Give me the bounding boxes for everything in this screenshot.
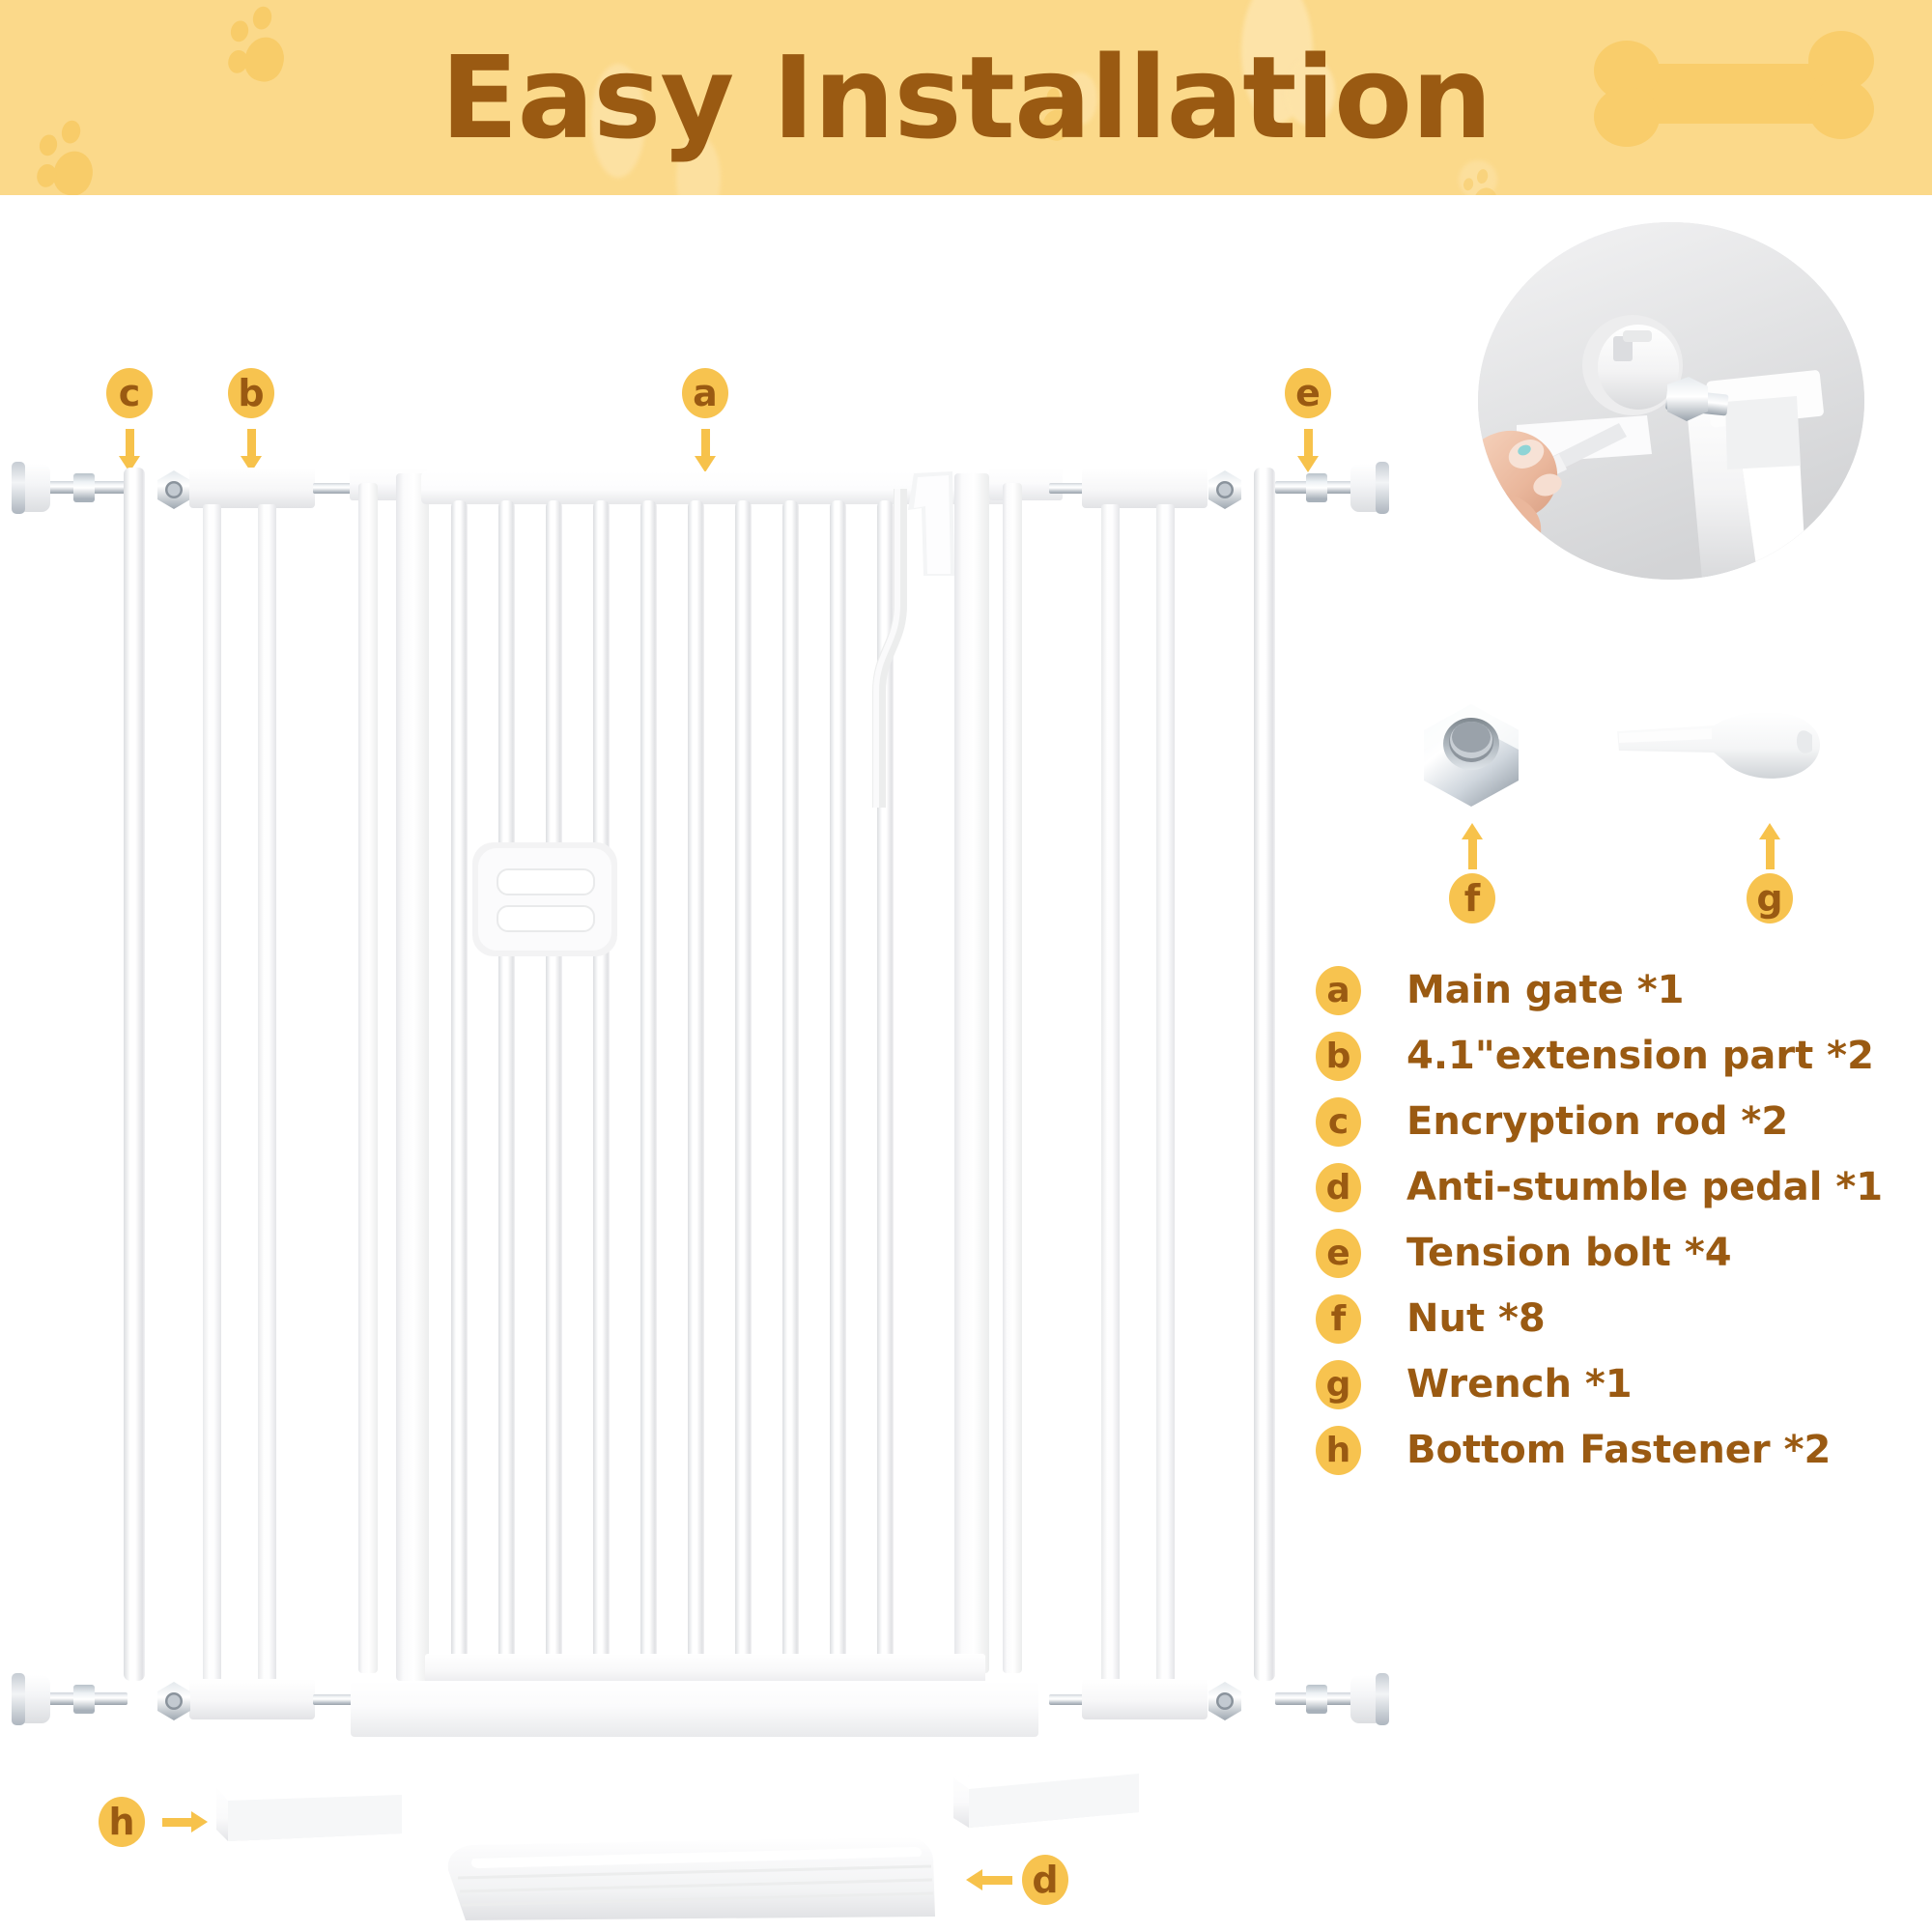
gate-latch-housing [906, 469, 960, 578]
gate-bar [830, 500, 846, 1667]
callout-badge-c: c [106, 368, 153, 418]
hex-nut-left-bottom [155, 1681, 193, 1721]
extension-bar-right-2 [1156, 504, 1175, 1683]
gate-bar [498, 500, 515, 1667]
gate-bar [546, 500, 562, 1667]
legend-badge-d: d [1316, 1163, 1361, 1212]
legend-badge-f: f [1316, 1294, 1361, 1344]
hex-nut-right-bottom [1206, 1681, 1244, 1721]
legend-badge-a: a [1316, 966, 1361, 1015]
extension-bar-left-2 [258, 504, 276, 1683]
gate-bar [593, 500, 610, 1667]
wrench-tool [1613, 710, 1832, 791]
callout-arrow-g [1759, 823, 1780, 869]
legend-item-e: e Tension bolt *4 [1316, 1225, 1915, 1291]
gate-left-post [396, 473, 429, 1681]
bottom-fastener-left [214, 1783, 404, 1851]
legend-label-d: Anti-stumble pedal *1 [1406, 1165, 1884, 1209]
gate-bar [640, 500, 657, 1667]
gate-inner-bottom-rail [425, 1654, 985, 1685]
callout-arrow-a [695, 429, 716, 473]
gate-handle[interactable] [470, 840, 619, 958]
legend-label-f: Nut *8 [1406, 1296, 1546, 1341]
callout-badge-b: b [228, 368, 274, 418]
parts-legend: a Main gate *1 b 4.1"extension part *2 c… [1316, 962, 1915, 1488]
callout-badge-e: e [1285, 368, 1331, 418]
anti-stumble-pedal [444, 1835, 937, 1924]
gate-bar [735, 500, 752, 1667]
legend-label-h: Bottom Fastener *2 [1406, 1428, 1832, 1472]
legend-item-c: c Encryption rod *2 [1316, 1094, 1915, 1159]
extension-bar-left-1 [203, 504, 221, 1683]
decor-blob [591, 64, 645, 178]
legend-badge-g: g [1316, 1360, 1361, 1409]
decor-blob [1285, 58, 1335, 126]
header-banner: Easy Installation [0, 0, 1932, 195]
legend-badge-h: h [1316, 1426, 1361, 1475]
legend-label-c: Encryption rod *2 [1406, 1099, 1789, 1144]
legend-badge-e: e [1316, 1229, 1361, 1278]
callout-badge-h: h [99, 1797, 145, 1847]
callout-arrow-h [162, 1811, 209, 1833]
encryption-rod-right [1254, 468, 1275, 1681]
bone-icon [1588, 15, 1878, 170]
callout-badge-f: f [1449, 873, 1495, 923]
hex-nut-left-top [155, 469, 193, 510]
hex-nut [1418, 701, 1524, 810]
legend-item-b: b 4.1"extension part *2 [1316, 1028, 1915, 1094]
legend-item-a: a Main gate *1 [1316, 962, 1915, 1028]
installation-photo-svg [1478, 222, 1864, 580]
legend-label-e: Tension bolt *4 [1406, 1231, 1732, 1275]
callout-badge-d: d [1022, 1855, 1068, 1905]
legend-badge-b: b [1316, 1032, 1361, 1081]
page-title: Easy Installation [440, 31, 1492, 164]
callout-arrow-d [966, 1869, 1012, 1890]
legend-label-a: Main gate *1 [1406, 968, 1685, 1012]
gate-right-bar [1003, 483, 1022, 1673]
bottom-fastener-right [952, 1764, 1141, 1841]
gate-bar [782, 500, 799, 1667]
legend-label-b: 4.1"extension part *2 [1406, 1034, 1874, 1078]
callout-arrow-e [1297, 429, 1319, 473]
gate-right-post [954, 473, 989, 1673]
installation-photo [1478, 222, 1864, 580]
callout-badge-a: a [682, 368, 728, 418]
gate-bar [688, 500, 704, 1667]
gate-bar [451, 500, 468, 1667]
legend-badge-c: c [1316, 1097, 1361, 1147]
callout-arrow-f [1462, 823, 1483, 869]
gate-left-bar [358, 483, 378, 1673]
hex-nut-right-top [1206, 469, 1244, 510]
extension-bar-right-1 [1101, 504, 1120, 1683]
legend-item-d: d Anti-stumble pedal *1 [1316, 1159, 1915, 1225]
legend-item-f: f Nut *8 [1316, 1291, 1915, 1356]
legend-item-h: h Bottom Fastener *2 [1316, 1422, 1915, 1488]
encryption-rod-left [124, 468, 145, 1681]
legend-label-g: Wrench *1 [1406, 1362, 1633, 1406]
gate-latch-rod [872, 489, 907, 808]
callout-badge-g: g [1747, 873, 1793, 923]
gate-threshold [351, 1681, 1038, 1737]
legend-item-g: g Wrench *1 [1316, 1356, 1915, 1422]
